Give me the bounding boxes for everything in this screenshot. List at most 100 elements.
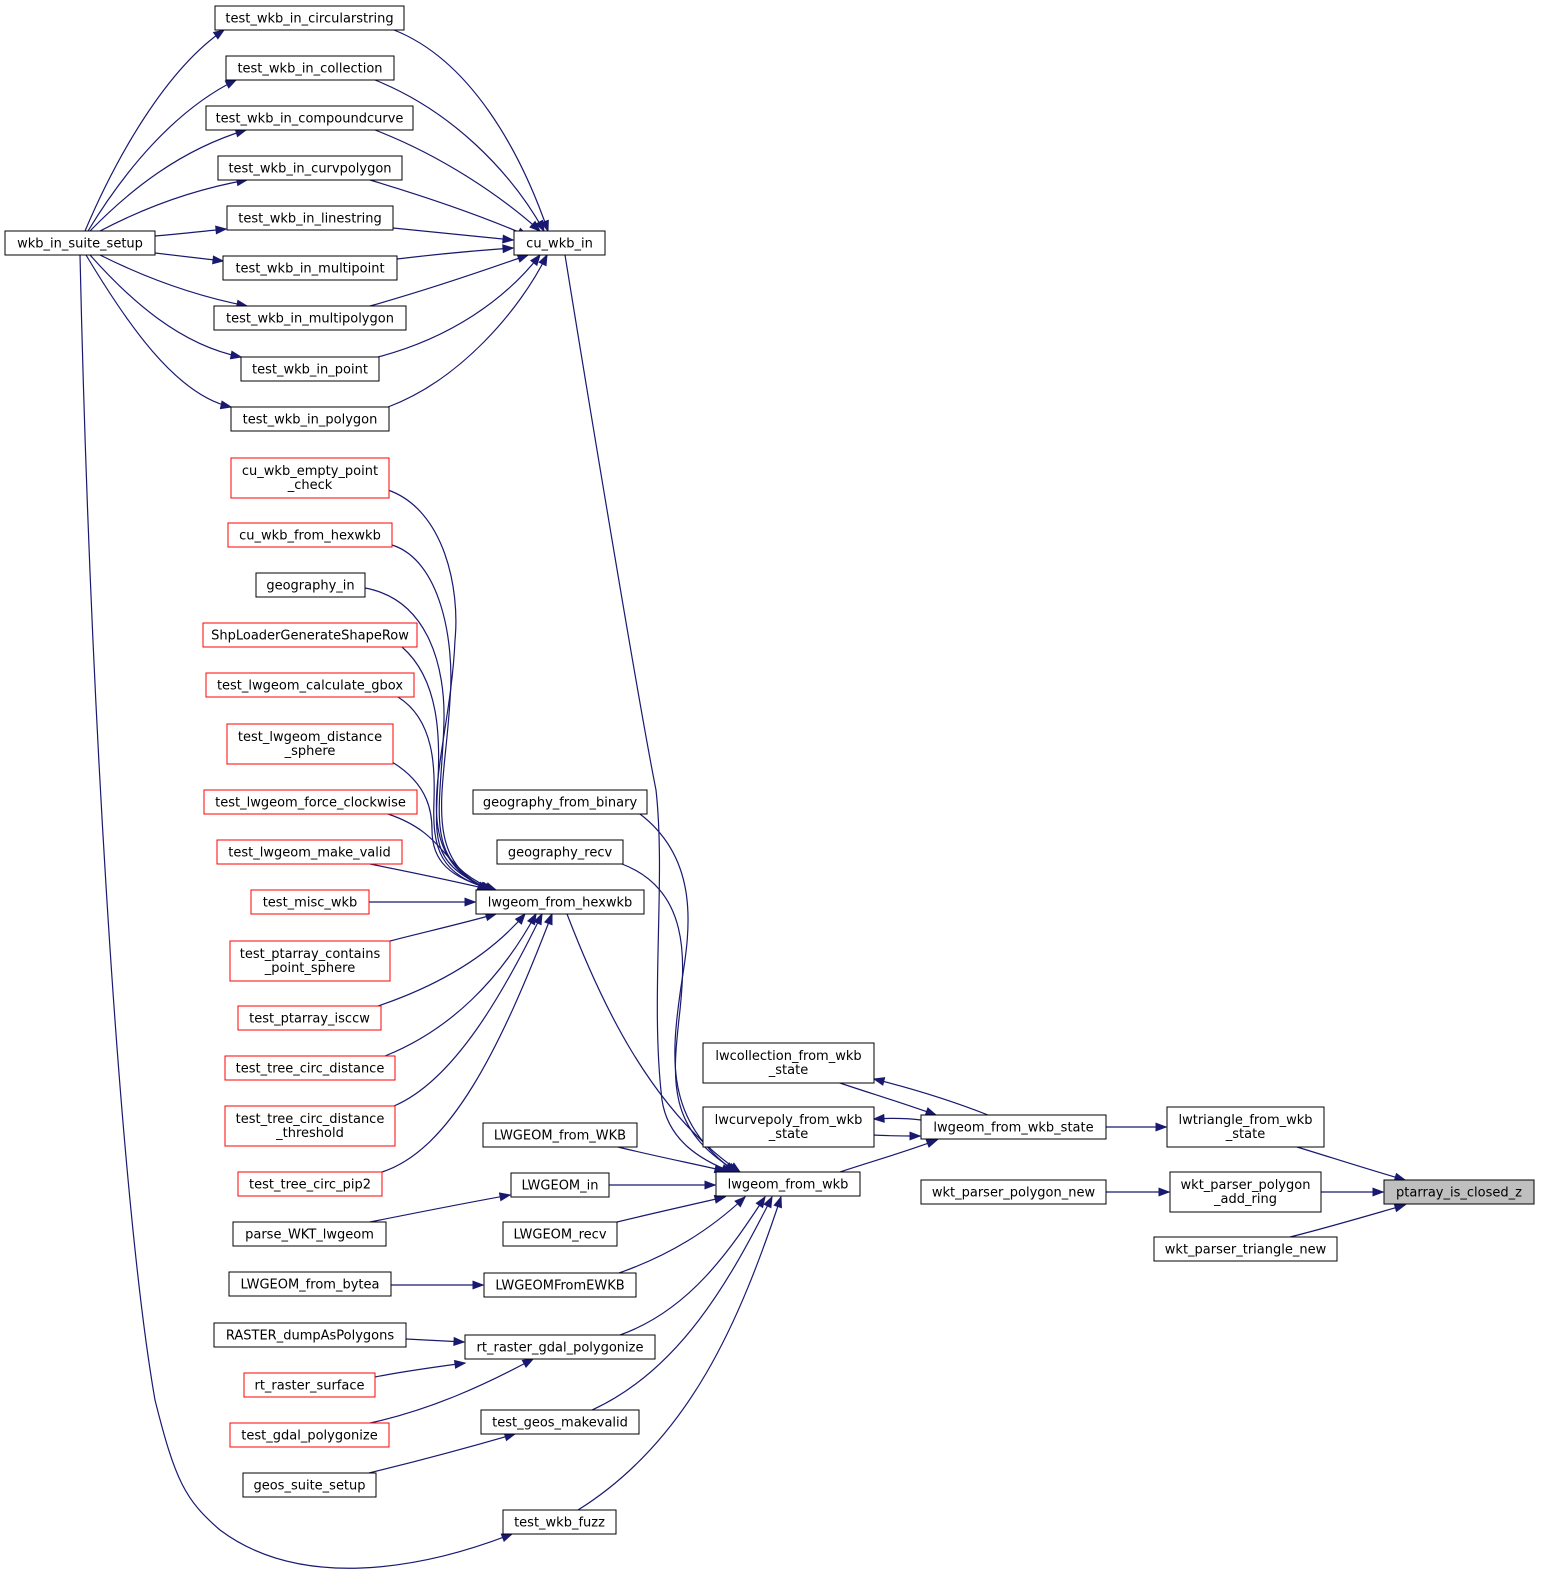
node-test-tree-circ-distance[interactable]: test_tree_circ_distance xyxy=(224,1055,396,1081)
edge-line xyxy=(87,79,237,232)
node-box xyxy=(240,356,380,382)
call-edge xyxy=(369,1358,535,1424)
node-test-tree-circ-pip2[interactable]: test_tree_circ_pip2 xyxy=(237,1171,383,1197)
node-parse-wkt-lwgeom[interactable]: parse_WKT_lwgeom xyxy=(232,1221,387,1247)
call-edge xyxy=(99,177,249,232)
node-raster-dumpaspolygons[interactable]: RASTER_dumpAsPolygons xyxy=(213,1322,407,1348)
node-geos-suite-setup[interactable]: geos_suite_setup xyxy=(242,1472,377,1498)
edge-line xyxy=(577,1196,782,1511)
node-rt-raster-gdal-polygonize[interactable]: rt_raster_gdal_polygonize xyxy=(464,1334,656,1360)
node-test-lwgeom-calculate-gbox[interactable]: test_lwgeom_calculate_gbox xyxy=(205,672,415,698)
node-test-wkb-in-circularstring[interactable]: test_wkb_in_circularstring xyxy=(214,5,405,31)
node-box xyxy=(237,1005,382,1031)
node-box xyxy=(230,457,390,499)
call-edge xyxy=(85,254,233,410)
node-test-wkb-in-linestring[interactable]: test_wkb_in_linestring xyxy=(226,205,394,231)
node-shploadergenerateshaperow[interactable]: ShpLoaderGenerateShapeRow xyxy=(202,622,418,648)
node-geography-in[interactable]: geography_in xyxy=(255,572,366,598)
node-lwgeom-from-hexwkb[interactable]: lwgeom_from_hexwkb xyxy=(475,889,645,915)
node-lwcurvepoly-from-wkb-state[interactable]: lwcurvepoly_from_wkb_state xyxy=(702,1106,875,1148)
node-test-gdal-polygonize[interactable]: test_gdal_polygonize xyxy=(229,1422,390,1448)
node-label: test_lwgeom_force_clockwise xyxy=(215,796,406,811)
edge-line xyxy=(384,913,537,1057)
node-label: wkb_in_suite_setup xyxy=(17,237,143,252)
edge-line xyxy=(369,254,529,307)
node-label: test_lwgeom_calculate_gbox xyxy=(217,679,403,694)
node-ptarray-is-closed-z[interactable]: ptarray_is_closed_z xyxy=(1383,1179,1535,1205)
node-wkt-parser-polygon-new[interactable]: wkt_parser_polygon_new xyxy=(920,1179,1107,1205)
node-label: LWGEOM_from_WKB xyxy=(494,1129,626,1144)
node-box xyxy=(920,1179,1107,1205)
node-test-tree-circ-distance-threshold[interactable]: test_tree_circ_distance_threshold xyxy=(224,1105,396,1147)
node-lwgeom-in[interactable]: LWGEOM_in xyxy=(510,1172,610,1198)
node-geography-from-binary[interactable]: geography_from_binary xyxy=(472,789,648,815)
edge-line xyxy=(619,1196,766,1336)
node-cu-wkb-in[interactable]: cu_wkb_in xyxy=(513,230,606,256)
node-test-wkb-in-polygon[interactable]: test_wkb_in_polygon xyxy=(230,406,390,432)
node-label: _state xyxy=(768,1063,808,1078)
node-label: ShpLoaderGenerateShapeRow xyxy=(211,629,409,644)
node-cu-wkb-from-hexwkb[interactable]: cu_wkb_from_hexwkb xyxy=(227,522,393,548)
call-edge xyxy=(154,225,228,237)
node-lwtriangle-from-wkb-state[interactable]: lwtriangle_from_wkb_state xyxy=(1166,1106,1325,1148)
node-box xyxy=(213,305,407,331)
node-box xyxy=(472,789,648,815)
node-test-wkb-in-multipoint[interactable]: test_wkb_in_multipoint xyxy=(222,255,398,281)
node-test-wkb-in-compoundcurve[interactable]: test_wkb_in_compoundcurve xyxy=(205,105,414,131)
node-lwgeom-from-wkb[interactable]: lwgeom_from_wkb xyxy=(715,1171,861,1197)
edge-arrowhead xyxy=(498,1192,512,1202)
node-test-wkb-in-point[interactable]: test_wkb_in_point xyxy=(240,356,380,382)
node-box xyxy=(464,1334,656,1360)
node-test-ptarray-isccw[interactable]: test_ptarray_isccw xyxy=(237,1005,382,1031)
node-geography-recv[interactable]: geography_recv xyxy=(496,839,624,865)
node-label: _threshold xyxy=(275,1126,344,1141)
node-label: lwgeom_from_hexwkb xyxy=(488,896,632,911)
node-test-wkb-in-collection[interactable]: test_wkb_in_collection xyxy=(225,55,395,81)
node-rt-raster-surface[interactable]: rt_raster_surface xyxy=(243,1372,376,1398)
edge-arrowhead xyxy=(734,1196,747,1208)
call-edge xyxy=(619,1195,766,1336)
edge-arrowhead xyxy=(763,1195,773,1209)
edge-arrowhead xyxy=(533,912,543,926)
node-test-wkb-fuzz[interactable]: test_wkb_fuzz xyxy=(502,1509,617,1535)
edge-line xyxy=(369,1194,511,1223)
node-label: _sphere xyxy=(284,744,336,759)
node-label: test_gdal_polygonize xyxy=(241,1429,377,1444)
edge-line xyxy=(391,544,491,891)
call-edge xyxy=(1105,1187,1171,1197)
node-lwcollection-from-wkb-state[interactable]: lwcollection_from_wkb_state xyxy=(702,1042,875,1084)
edge-arrowhead xyxy=(529,253,541,267)
node-test-wkb-in-curvpolygon[interactable]: test_wkb_in_curvpolygon xyxy=(217,155,403,181)
node-wkb-in-suite-setup[interactable]: wkb_in_suite_setup xyxy=(4,230,156,256)
node-wkt-parser-triangle-new[interactable]: wkt_parser_triangle_new xyxy=(1153,1236,1338,1262)
node-wkt-parser-polygon-add-ring[interactable]: wkt_parser_polygon_add_ring xyxy=(1169,1171,1322,1213)
node-lwgeom-recv[interactable]: LWGEOM_recv xyxy=(502,1221,618,1247)
node-test-misc-wkb[interactable]: test_misc_wkb xyxy=(250,889,370,915)
edge-arrowhead xyxy=(1372,1187,1385,1197)
edge-arrowhead xyxy=(1393,1203,1407,1213)
node-test-lwgeom-make-valid[interactable]: test_lwgeom_make_valid xyxy=(216,839,403,865)
call-graph-nodes: ptarray_is_closed_z lwtriangle_from_wkb_s… xyxy=(4,5,1535,1535)
node-test-lwgeom-force-clockwise[interactable]: test_lwgeom_force_clockwise xyxy=(203,789,418,815)
node-label: LWGEOM_recv xyxy=(513,1228,606,1243)
node-lwgeom-from-wkb-state[interactable]: lwgeom_from_wkb_state xyxy=(920,1114,1107,1140)
node-box xyxy=(480,1409,640,1435)
call-edge xyxy=(618,1196,747,1274)
edge-line xyxy=(387,254,548,408)
node-label: lwcollection_from_wkb xyxy=(715,1049,861,1064)
edge-line xyxy=(564,254,733,1173)
edge-line xyxy=(89,254,242,358)
node-cu-wkb-empty-point-check[interactable]: cu_wkb_empty_point_check xyxy=(230,457,390,499)
node-box xyxy=(203,789,418,815)
node-label: ptarray_is_closed_z xyxy=(1396,1186,1522,1201)
node-test-ptarray-contains-point-sphere[interactable]: test_ptarray_contains_point_sphere xyxy=(229,940,391,982)
node-test-lwgeom-distance-sphere[interactable]: test_lwgeom_distance_sphere xyxy=(226,723,394,765)
node-box xyxy=(483,1272,637,1298)
node-lwgeom-from-wkb[interactable]: LWGEOM_from_WKB xyxy=(482,1122,638,1148)
node-test-geos-makevalid[interactable]: test_geos_makevalid xyxy=(480,1409,640,1435)
edge-arrowhead xyxy=(215,225,228,235)
node-box xyxy=(255,572,366,598)
node-lwgeom-from-bytea[interactable]: LWGEOM_from_bytea xyxy=(228,1271,392,1297)
node-test-wkb-in-multipolygon[interactable]: test_wkb_in_multipolygon xyxy=(213,305,407,331)
node-lwgeomfromewkb[interactable]: LWGEOMFromEWKB xyxy=(483,1272,637,1298)
